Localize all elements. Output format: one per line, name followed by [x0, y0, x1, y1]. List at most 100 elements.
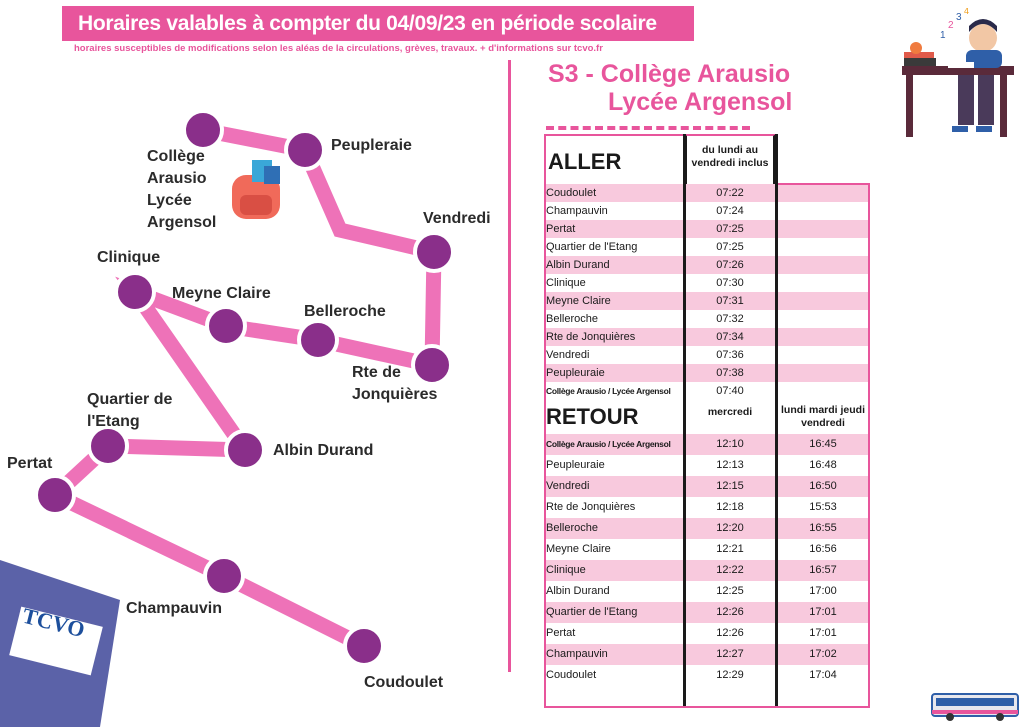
header-title: Horaires valables à compter du 04/09/23 …: [78, 12, 657, 35]
stop-dot-champauvin: [203, 555, 245, 597]
row-time-1: 07:40: [716, 385, 744, 397]
row-stop: Quartier de l'Etang: [546, 606, 638, 618]
timetable: ALLER du lundi au vendredi inclus Coudou…: [544, 134, 870, 686]
retour-col2-label: lundi mardi jeudi vendredi: [780, 404, 865, 429]
label-albin-durand: Albin Durand: [273, 442, 374, 459]
label-coudoulet: Coudoulet: [364, 674, 444, 691]
row-time-2: 17:04: [809, 669, 837, 681]
route-map: [0, 109, 455, 727]
aller-header: ALLER du lundi au vendredi inclus: [544, 134, 870, 184]
row-time-2: 16:57: [809, 564, 837, 576]
row-time-1: 12:13: [716, 459, 744, 471]
row-time-1: 07:24: [716, 205, 744, 217]
header-subtitle: horaires susceptibles de modifications s…: [74, 43, 603, 54]
row-stop: Clinique: [546, 277, 586, 289]
student-illustration: 1 2 3 4: [902, 8, 1014, 137]
row-stop: Peupleuraie: [546, 367, 605, 379]
line-title: S3 - Collège Arausio Lycée Argensol: [548, 60, 792, 116]
row-stop: Vendredi: [546, 480, 590, 492]
row-time-1: 07:31: [716, 295, 744, 307]
row-stop: Champauvin: [546, 205, 608, 217]
stop-dot-clinique: [114, 271, 156, 313]
row-stop: Meyne Claire: [546, 295, 611, 307]
aller-col-label: du lundi au vendredi inclus: [684, 134, 776, 184]
grid-line: [775, 134, 778, 706]
row-time-1: 12:10: [716, 438, 744, 450]
table-row: Coudoulet 07:22: [544, 184, 870, 202]
row-time-1: 07:30: [716, 277, 744, 289]
stop-dot-albin-durand: [224, 429, 266, 471]
row-stop: Coudoulet: [546, 669, 597, 681]
row-time-1: 12:21: [716, 543, 744, 555]
row-time-1: 12:25: [716, 585, 744, 597]
label-vendredi: Vendredi: [423, 210, 491, 227]
grid-line: [683, 134, 686, 706]
label-peupleraie: Peupleraie: [331, 137, 412, 154]
svg-text:3: 3: [956, 12, 962, 23]
stop-dot-peupleraie: [284, 129, 326, 171]
row-time-1: 07:32: [716, 313, 744, 325]
row-stop: Clinique: [546, 564, 586, 576]
row-stop: Rte de Jonquières: [546, 501, 636, 513]
notebook-icon: [0, 560, 120, 727]
label-pertat: Pertat: [7, 455, 53, 472]
label-meyne-claire: Meyne Claire: [172, 285, 271, 302]
stop-dot-rte-jonquieres: [411, 344, 453, 386]
column-divider: [508, 60, 511, 672]
row-time-1: 12:26: [716, 606, 744, 618]
table-row: Peupleuraie 07:38: [544, 364, 870, 382]
row-stop: Coudoulet: [546, 187, 597, 199]
table-row: Pertat 07:25: [544, 220, 870, 238]
row-time-1: 12:22: [716, 564, 744, 576]
line-title-1: S3 - Collège Arausio: [548, 60, 791, 88]
row-time-1: 07:34: [716, 331, 744, 343]
table-row: Collège Arausio / Lycée Argensol 12:10 16:…: [544, 434, 870, 455]
row-time-1: 07:22: [716, 187, 744, 199]
table-row: Meyne Claire 12:21 16:56: [544, 539, 870, 560]
row-stop: Quartier de l'Etang: [546, 241, 638, 253]
grid-line: [544, 706, 870, 708]
header-banner: Horaires valables à compter du 04/09/23 …: [62, 6, 694, 41]
row-stop: Meyne Claire: [546, 543, 611, 555]
row-time-2: 17:02: [809, 648, 837, 660]
svg-text:4: 4: [964, 8, 969, 16]
row-time-2: 16:45: [809, 438, 837, 450]
stop-dot-pertat: [34, 474, 76, 516]
title-underline: [546, 126, 750, 130]
row-time-1: 12:15: [716, 480, 744, 492]
svg-text:1: 1: [940, 30, 946, 41]
row-stop: Pertat: [546, 223, 576, 235]
row-time-1: 12:27: [716, 648, 744, 660]
row-time-2: 17:00: [809, 585, 837, 597]
row-time-2: 16:56: [809, 543, 837, 555]
retour-header: RETOUR mercredi lundi mardi jeudi vendre…: [544, 400, 870, 434]
row-time-2: 15:53: [809, 501, 837, 513]
row-time-1: 12:20: [716, 522, 744, 534]
stop-dot-vendredi: [413, 231, 455, 273]
grid-line: [544, 134, 546, 706]
svg-text:2: 2: [948, 20, 954, 31]
row-stop: Albin Durand: [546, 259, 610, 271]
row-time-2: 17:01: [809, 627, 837, 639]
row-time-2: 16:48: [809, 459, 837, 471]
row-time-1: 07:38: [716, 367, 744, 379]
row-time-1: 07:25: [716, 223, 744, 235]
table-row: Champauvin 07:24: [544, 202, 870, 220]
row-time-2: 16:55: [809, 522, 837, 534]
aller-heading: ALLER: [544, 134, 684, 184]
row-stop: Collège Arausio / Lycée Argensol: [546, 439, 671, 449]
